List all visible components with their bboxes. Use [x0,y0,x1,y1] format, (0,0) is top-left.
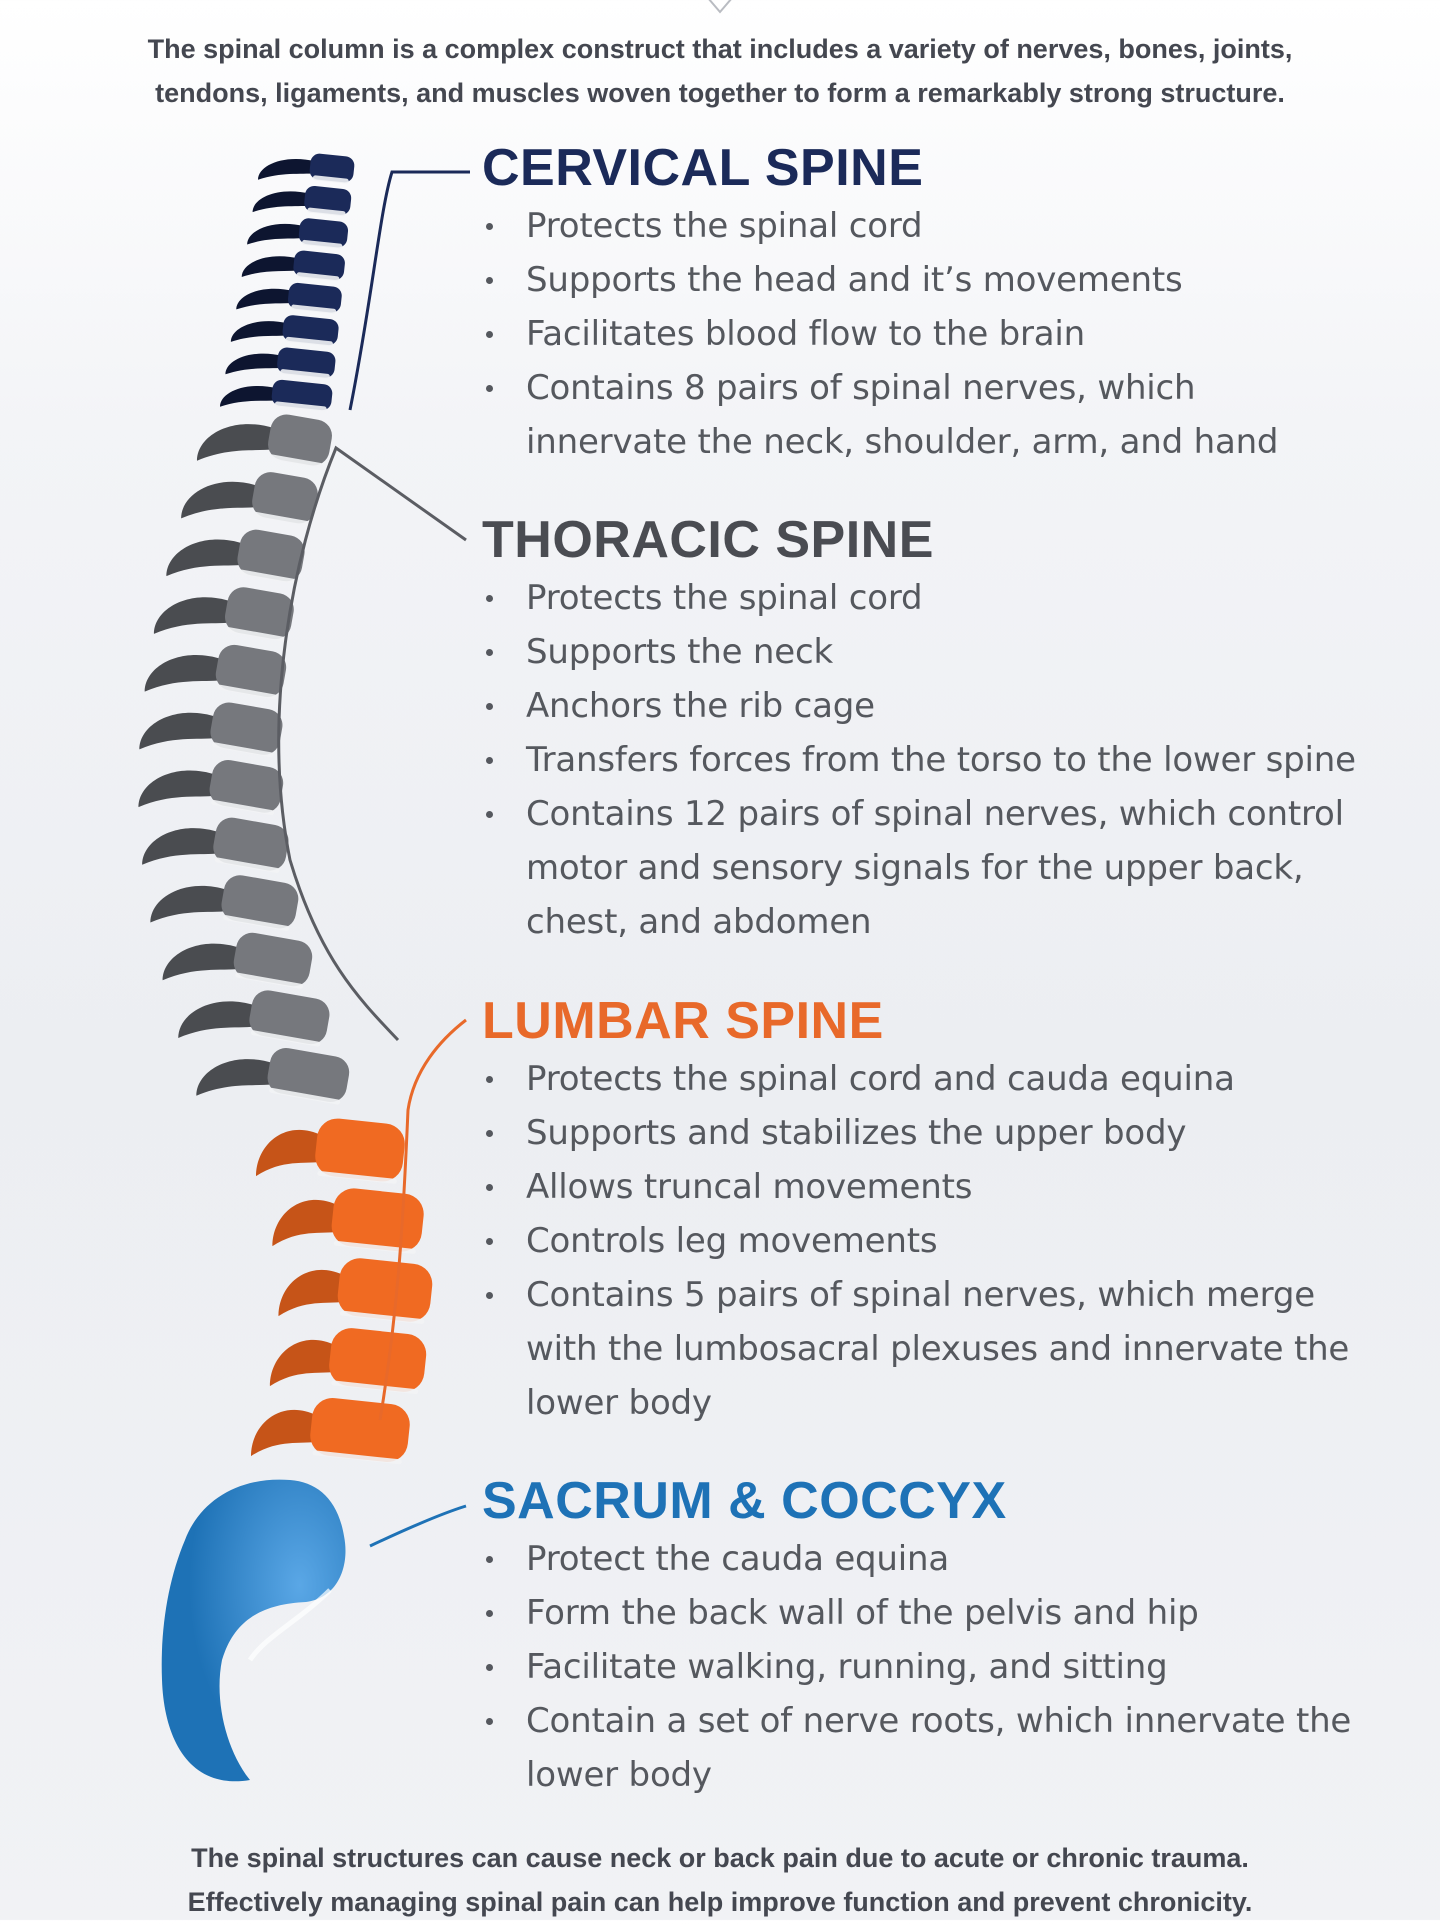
cervical-vertebra [252,185,352,217]
lumbar-vertebra [251,1398,410,1465]
bullet-item-continuation: lower body [526,1755,712,1795]
cervical-vertebra [258,153,355,184]
thoracic-vertebra [162,932,313,989]
outro-line-1: The spinal structures can cause neck or … [191,1843,1249,1873]
bullet-item: Anchors the rib cage [482,679,1382,733]
bullet-item: Transfers forces from the torso to the l… [482,733,1382,787]
thoracic-vertebra [178,990,330,1047]
bullet-list: Protect the cauda equina Form the back w… [482,1532,1382,1802]
intro-line-1: The spinal column is a complex construct… [147,34,1293,64]
cervical-vertebra [247,218,349,249]
bullet-item: Protects the spinal cord [482,199,1382,253]
bullet-item: Contains 5 pairs of spinal nerves, which… [482,1268,1382,1322]
cervical-vertebra [225,347,336,379]
sacrum-leader-line [369,1504,467,1548]
bullet-item: Facilitate walking, running, and sitting [482,1640,1382,1694]
bullet-item: Supports the head and it’s movements [482,253,1382,307]
bullet-item-continuation: lower body [526,1383,712,1423]
bullet-item: Supports the neck [482,625,1382,679]
thoracic-vertebra [150,875,299,931]
bullet-item: Protects the spinal cord [482,571,1382,625]
bullet-item-continuation: chest, and abdomen [526,902,872,942]
cervical-leader-line [348,170,470,411]
section-title: CERVICAL SPINE [482,139,924,197]
outro-line-2: Effectively managing spinal pain can hel… [187,1887,1253,1917]
thoracic-spine-section: THORACIC SPINE Protects the spinal cord … [482,509,1382,949]
cervical-vertebra [236,282,342,314]
bullet-item: Form the back wall of the pelvis and hip [482,1586,1382,1640]
bullet-item: Controls leg movements [482,1214,1382,1268]
chevron-down-icon [708,0,732,14]
cervical-vertebra [230,315,339,347]
bullet-item: Supports and stabilizes the upper body [482,1106,1382,1160]
bullet-item: Contains 12 pairs of spinal nerves, whic… [482,787,1382,841]
bullet-item: Contain a set of nerve roots, which inne… [482,1694,1382,1748]
sacrum-coccyx-shape [161,1479,346,1782]
bullet-item: Facilitates blood flow to the brain [482,307,1382,361]
vertebrae-group [138,153,433,1465]
bullet-item: Contains 8 pairs of spinal nerves, which [482,361,1382,415]
cervical-vertebra [220,379,333,412]
lumbar-spine-section: LUMBAR SPINE Protects the spinal cord an… [482,990,1382,1430]
thoracic-vertebra [181,472,318,526]
bullet-item: Protect the cauda equina [482,1532,1382,1586]
bullet-item-continuation: with the lumbosacral plexuses and innerv… [526,1329,1350,1369]
lumbar-vertebra [256,1118,405,1184]
bullet-item-continuation: innervate the neck, shoulder, arm, and h… [526,422,1279,462]
thoracic-vertebra [144,644,287,700]
section-title: SACRUM & COCCYX [482,1472,1007,1530]
intro-text: The spinal column is a complex construct… [60,27,1380,115]
lumbar-vertebra [269,1328,427,1395]
section-title: THORACIC SPINE [482,511,934,569]
bullet-list: Protects the spinal cord and cauda equin… [482,1052,1382,1430]
thoracic-vertebra [166,529,305,584]
thoracic-vertebra [142,817,289,874]
cervical-spine-section: CERVICAL SPINE Protects the spinal cord … [482,137,1382,469]
thoracic-leader-line [277,445,467,1042]
bullet-list: Protects the spinal cord Supports the he… [482,199,1382,469]
bullet-list: Protects the spinal cord Supports the ne… [482,571,1382,949]
outro-text: The spinal structures can cause neck or … [60,1836,1380,1924]
bullet-item: Protects the spinal cord and cauda equin… [482,1052,1382,1106]
intro-line-2: tendons, ligaments, and muscles woven to… [155,78,1285,108]
thoracic-vertebra [196,1047,350,1105]
section-title: LUMBAR SPINE [482,992,884,1050]
thoracic-vertebra [139,702,283,758]
lumbar-vertebra [278,1258,433,1325]
thoracic-vertebra [138,760,284,816]
cervical-vertebra [241,250,345,282]
lumbar-leader-line [378,1018,467,1421]
spine-illustration [138,153,470,1782]
sacrum-bone [161,1479,346,1782]
sacrum-coccyx-section: SACRUM & COCCYX Protect the cauda equina… [482,1470,1382,1802]
bullet-item: Allows truncal movements [482,1160,1382,1214]
thoracic-vertebra [197,414,332,468]
bullet-item-continuation: motor and sensory signals for the upper … [526,848,1304,888]
thoracic-vertebra [153,587,294,642]
